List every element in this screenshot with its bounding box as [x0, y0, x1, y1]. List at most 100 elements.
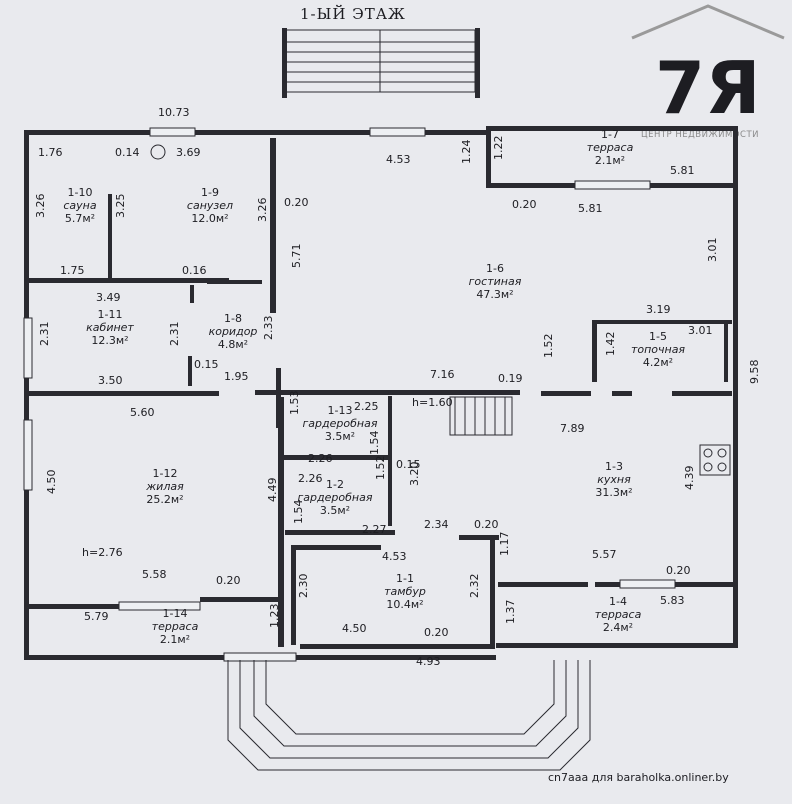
porch-step	[253, 660, 567, 747]
room-num: 1-10	[68, 186, 93, 199]
dimension-label: 5.81	[578, 202, 603, 215]
dimension-label: 5.83	[660, 594, 685, 607]
room-area: 4.2м²	[643, 356, 673, 369]
wall-segment	[612, 391, 632, 396]
room-name: гардеробная	[298, 491, 373, 504]
wall-segment	[672, 391, 732, 396]
dimension-label: 3.50	[98, 374, 123, 387]
wall-segment	[108, 194, 112, 282]
room-num: 1-12	[153, 467, 178, 480]
dimension-label: 7.89	[560, 422, 585, 435]
wall-segment	[29, 278, 229, 283]
wall-segment	[200, 597, 282, 602]
dimension-label: 5.58	[142, 568, 167, 581]
dimension-label: 4.53	[382, 550, 407, 563]
wall-segment	[475, 28, 480, 98]
wall-segment	[496, 643, 738, 648]
room-name: кухня	[597, 473, 631, 486]
dimension-label: 3.26	[256, 198, 269, 223]
dimension-label: 2.32	[468, 574, 481, 599]
room-name: коридор	[209, 325, 258, 338]
dimension-label: 1.22	[492, 136, 505, 161]
wall-segment	[190, 285, 194, 303]
room-num: 1-9	[201, 186, 219, 199]
interior-stair	[449, 396, 513, 436]
room-area: 2.4м²	[603, 621, 633, 634]
dimension-label: 0.20	[474, 518, 499, 531]
dimension-label: 2.33	[262, 316, 275, 341]
room-area: 2.1м²	[595, 154, 625, 167]
room-name: тамбур	[384, 585, 426, 598]
wall-segment	[650, 183, 735, 188]
dimension-label: 5.79	[84, 610, 109, 623]
room-num: 1-5	[649, 330, 667, 343]
walls	[24, 28, 738, 660]
dimension-label: 1.75	[60, 264, 85, 277]
room-num: 1-14	[163, 607, 188, 620]
room-num: 1-7	[601, 128, 619, 141]
wall-segment	[291, 545, 381, 550]
dimension-label: 4.50	[342, 622, 367, 635]
dimension-label: 1.95	[224, 370, 249, 383]
dimension-label: 5.60	[130, 406, 155, 419]
agency-logo: 7Я ЦЕНТР НЕДВИЖИМОСТИ	[631, 4, 785, 140]
wall-segment	[278, 397, 284, 647]
dimension-label: 1.23	[268, 604, 281, 629]
dimension-label: 1.17	[498, 532, 511, 557]
dimension-label: 9.58	[748, 360, 761, 385]
room-name: гостиная	[469, 275, 522, 288]
room-area: 47.3м²	[476, 288, 513, 301]
dimension-label: 4.93	[416, 655, 441, 668]
dimension-label: 0.20	[284, 196, 309, 209]
wall-segment	[285, 530, 395, 535]
wall-segment	[486, 126, 736, 131]
room-name: санузел	[187, 199, 233, 212]
wall-segment	[592, 320, 732, 324]
wall-segment	[291, 545, 296, 645]
dimension-label: 4.49	[266, 478, 279, 503]
room-area: 31.3м²	[595, 486, 632, 499]
wall-segment	[280, 455, 390, 460]
porch-step	[265, 660, 555, 735]
room-num: 1-1	[396, 572, 414, 585]
dimension-label: 3.01	[688, 324, 713, 337]
wall-segment	[270, 138, 276, 313]
window	[574, 180, 651, 190]
window	[23, 317, 33, 379]
room-num: 1-3	[605, 460, 623, 473]
wall-segment	[486, 126, 491, 188]
wall-segment	[486, 183, 581, 188]
dimension-label: 0.16	[182, 264, 207, 277]
wall-segment	[724, 320, 728, 382]
porch-step	[239, 660, 579, 759]
window	[149, 127, 196, 137]
room-num: 1-11	[98, 308, 123, 321]
room-num: 1-6	[486, 262, 504, 275]
logo-roof-icon	[631, 4, 785, 40]
room-area: 4.8м²	[218, 338, 248, 351]
dimension-label: 3.20	[408, 462, 421, 487]
wall-segment	[733, 126, 738, 648]
dimension-label: 0.14	[115, 146, 140, 159]
wall-segment	[24, 655, 224, 660]
dimension-label: 1.76	[38, 146, 63, 159]
room-num: 1-13	[328, 404, 353, 417]
room-name: кабинет	[86, 321, 134, 334]
wall-segment	[24, 130, 29, 660]
window	[369, 127, 426, 137]
room-name: топочная	[631, 343, 685, 356]
dimension-label: 4.53	[386, 153, 411, 166]
burner-icon	[717, 462, 727, 472]
dimension-label: 0.20	[216, 574, 241, 587]
wall-segment	[490, 535, 495, 645]
dimension-label: 2.26	[298, 472, 323, 485]
wall-segment	[498, 582, 588, 587]
